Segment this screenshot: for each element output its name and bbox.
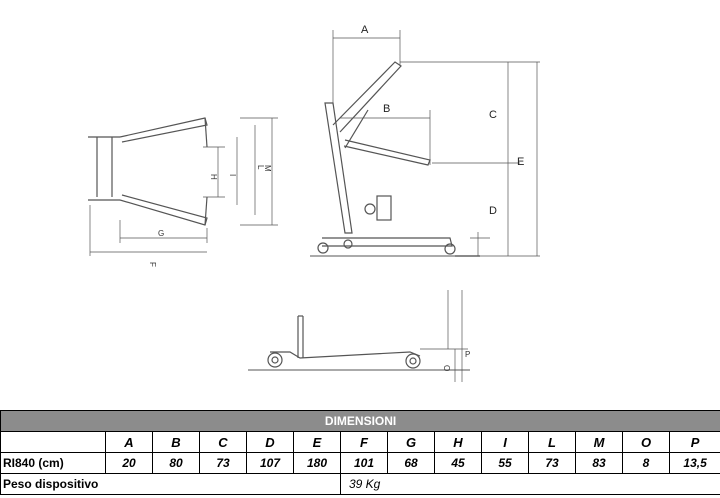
value-cell: 73 — [528, 452, 576, 474]
technical-drawing: H I L M G F — [88, 24, 540, 382]
label-g: G — [158, 229, 164, 238]
label-b: B — [383, 103, 390, 115]
value-cell: 13,5 — [668, 452, 720, 474]
header-cell: D — [246, 431, 294, 453]
header-empty — [0, 431, 106, 453]
label-h: H — [209, 174, 218, 180]
weight-label: Peso dispositivo — [0, 473, 341, 495]
value-cell: 20 — [105, 452, 153, 474]
header-cell: I — [481, 431, 529, 453]
label-l: L — [256, 165, 265, 170]
header-cell: B — [152, 431, 200, 453]
side-view — [310, 30, 540, 257]
value-cell: 101 — [340, 452, 388, 474]
value-cell: 107 — [246, 452, 294, 474]
label-d: D — [489, 205, 497, 217]
header-cell: M — [575, 431, 623, 453]
header-cell: H — [434, 431, 482, 453]
table-row: RI840 (cm) 20 80 73 107 180 101 68 45 55… — [0, 452, 720, 474]
value-cell: 8 — [622, 452, 670, 474]
table-title: DIMENSIONI — [0, 410, 720, 432]
label-e: E — [517, 156, 524, 168]
value-cell: 80 — [152, 452, 200, 474]
value-cell: 68 — [387, 452, 435, 474]
header-cell: P — [668, 431, 720, 453]
value-cell: 55 — [481, 452, 529, 474]
header-cell: F — [340, 431, 388, 453]
low-view — [248, 290, 470, 382]
value-cell: 45 — [434, 452, 482, 474]
label-c: C — [489, 109, 497, 121]
label-o: O — [442, 365, 451, 371]
value-cell: 73 — [199, 452, 247, 474]
header-row: A B C D E F G H I L M O P — [0, 431, 720, 453]
label-a: A — [361, 24, 369, 36]
dimensions-table: DIMENSIONI A B C D E F G H I L M O P RI8… — [0, 410, 720, 498]
header-cell: E — [293, 431, 341, 453]
header-cell: A — [105, 431, 153, 453]
weight-row: Peso dispositivo 39 Kg — [0, 473, 720, 495]
value-cell: 180 — [293, 452, 341, 474]
header-cell: C — [199, 431, 247, 453]
value-cell: 83 — [575, 452, 623, 474]
label-f: F — [148, 262, 157, 267]
label-i: I — [228, 174, 237, 176]
label-m: M — [263, 165, 272, 172]
header-cell: L — [528, 431, 576, 453]
label-p: P — [465, 350, 470, 359]
row-label: RI840 (cm) — [0, 452, 106, 474]
top-view — [88, 117, 278, 256]
header-cell: O — [622, 431, 670, 453]
weight-value: 39 Kg — [339, 473, 720, 495]
header-cell: G — [387, 431, 435, 453]
